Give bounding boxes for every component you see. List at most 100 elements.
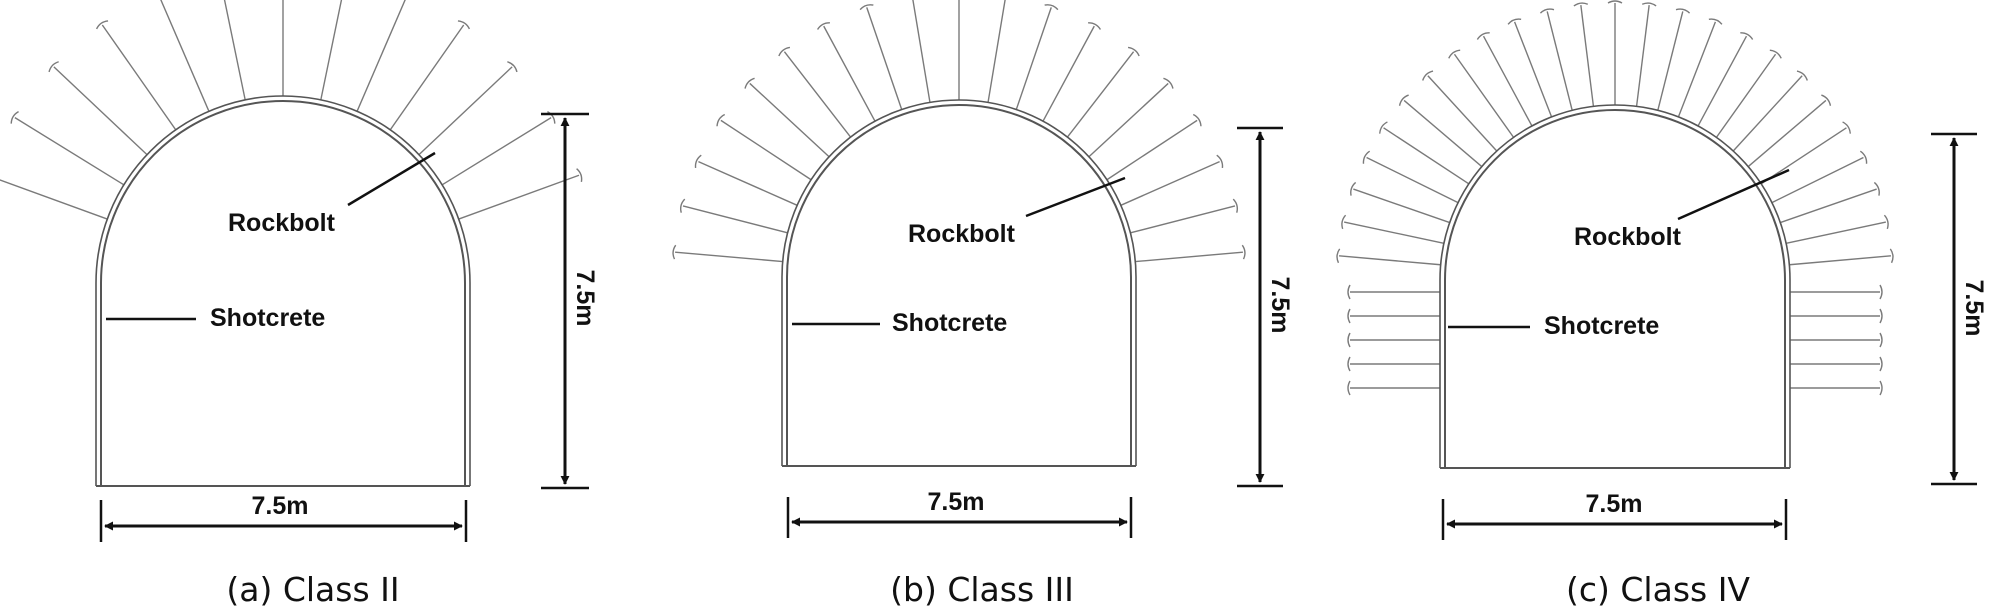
panel-caption: (b) Class III xyxy=(890,570,1074,609)
tunnel-outline xyxy=(95,95,471,487)
rockbolt-anchor xyxy=(1362,150,1371,164)
rockbolt-anchor xyxy=(1889,248,1894,264)
rockbolt-anchor xyxy=(547,111,556,124)
rockbolt xyxy=(1546,11,1573,111)
rockbolt xyxy=(866,7,903,110)
height-label: 7.5m xyxy=(571,270,599,327)
panel-class-iii: Rockbolt Shotcrete 7.5m 7.5m (b) Class I… xyxy=(672,0,1294,609)
rockbolt xyxy=(1789,255,1892,266)
rockbolt xyxy=(223,0,246,101)
rockbolt-anchor xyxy=(1347,332,1351,348)
shotcrete-outer-lining xyxy=(95,95,471,486)
rockbolt-anchor xyxy=(1232,198,1239,213)
shotcrete-label: Shotcrete xyxy=(1544,312,1659,340)
rockbolt-anchor xyxy=(1163,77,1174,89)
rockbolt xyxy=(720,119,812,181)
panel-class-iv: Rockbolt Shotcrete 7.5m 7.5m (c) Class I… xyxy=(1336,0,1988,609)
rockbolt-anchor xyxy=(1879,308,1883,324)
rockbolt-anchor xyxy=(1476,32,1490,40)
rockbolt-leader-line xyxy=(1025,176,1126,218)
rockbolt xyxy=(1066,51,1135,138)
tunnel-inner-lining xyxy=(1444,109,1786,468)
shotcrete-label: Shotcrete xyxy=(210,304,325,332)
rockbolt-anchor xyxy=(716,113,726,127)
rockbolt xyxy=(1338,255,1441,266)
rockbolt-anchor xyxy=(1883,214,1889,230)
width-label: 7.5m xyxy=(1586,490,1643,518)
tunnel-inner-lining xyxy=(100,100,466,486)
tunnel-outline xyxy=(1439,104,1791,469)
rockbolt-anchor xyxy=(1241,244,1246,260)
rockbolt xyxy=(458,174,580,220)
rockbolt-anchor xyxy=(1448,49,1461,59)
shotcrete-label: Shotcrete xyxy=(892,309,1007,337)
rockbolt xyxy=(160,0,210,112)
rockbolt xyxy=(1513,21,1553,118)
rockbolt xyxy=(1747,99,1827,168)
rockbolt xyxy=(101,24,177,131)
rockbolts xyxy=(672,0,1246,263)
rockbolt xyxy=(356,0,406,112)
rockbolt-anchor xyxy=(576,168,583,182)
rockbolt xyxy=(1130,205,1236,234)
rockbolt xyxy=(1343,221,1445,245)
rockbolt-anchor xyxy=(1821,94,1832,106)
rockbolt-anchor xyxy=(1769,49,1782,59)
rockbolt xyxy=(389,24,465,131)
rockbolt-anchor xyxy=(457,20,471,30)
rockbolt xyxy=(1135,251,1243,263)
rockbolt xyxy=(1353,188,1450,224)
rockbolt-anchor xyxy=(1740,32,1754,40)
rockbolt-anchor xyxy=(778,46,791,57)
rockbolt xyxy=(1383,127,1470,185)
rockbolt xyxy=(418,66,513,156)
rockbolt-anchor xyxy=(1347,380,1351,396)
rockbolt xyxy=(1120,160,1220,206)
rockbolt-label: Rockbolt xyxy=(1574,223,1682,251)
width-label: 7.5m xyxy=(252,492,309,520)
rockbolt xyxy=(0,179,108,220)
rockbolt-anchor xyxy=(1796,70,1808,81)
rockbolts xyxy=(0,0,583,220)
rockbolts xyxy=(1336,0,1894,396)
rockbolt-anchor xyxy=(1607,0,1623,4)
rockbolt-anchor xyxy=(1842,121,1851,134)
rockbolt-leader-line xyxy=(1677,168,1790,221)
rockbolt-anchor xyxy=(1350,181,1357,196)
rockbolt-leader-line xyxy=(347,151,436,207)
rockbolt-anchor xyxy=(1398,94,1409,106)
panel-class-ii: Rockbolt Shotcrete 7.5m 7.5m (a) Class I… xyxy=(0,0,599,609)
rockbolt xyxy=(1453,53,1515,138)
rockbolt xyxy=(823,25,876,122)
rockbolt-anchor xyxy=(1379,121,1388,134)
rockbolt-anchor xyxy=(1879,284,1883,300)
height-label: 7.5m xyxy=(1266,277,1294,334)
rockbolt-anchor xyxy=(1347,356,1351,372)
rockbolt xyxy=(1760,127,1847,185)
rockbolt xyxy=(1482,35,1533,127)
rockbolt xyxy=(320,0,343,101)
rockbolt-anchor xyxy=(1859,150,1868,164)
rockbolt-anchor xyxy=(1573,2,1589,7)
rockbolt-anchor xyxy=(1216,154,1224,169)
rockbolt-anchor xyxy=(672,244,677,260)
rockbolt xyxy=(1771,156,1864,204)
rockbolt-anchor xyxy=(1879,332,1883,348)
rockbolt-anchor xyxy=(1873,181,1880,196)
rockbolt xyxy=(1427,75,1498,152)
rockbolt xyxy=(1677,21,1717,118)
rockbolt xyxy=(1015,7,1052,110)
rockbolt xyxy=(1088,82,1169,158)
rockbolt xyxy=(1780,188,1877,224)
rockbolt-anchor xyxy=(1336,248,1341,264)
tunnel-outline xyxy=(781,99,1137,467)
tunnel-inner-lining xyxy=(786,104,1132,466)
rockbolt-anchor xyxy=(1088,22,1102,30)
rockbolt-anchor xyxy=(1507,18,1522,25)
rockbolt xyxy=(698,160,798,206)
rockbolt xyxy=(441,117,552,186)
rockbolt-anchor xyxy=(859,4,874,11)
rockbolt-anchor xyxy=(694,154,702,169)
rockbolt xyxy=(1366,156,1459,204)
